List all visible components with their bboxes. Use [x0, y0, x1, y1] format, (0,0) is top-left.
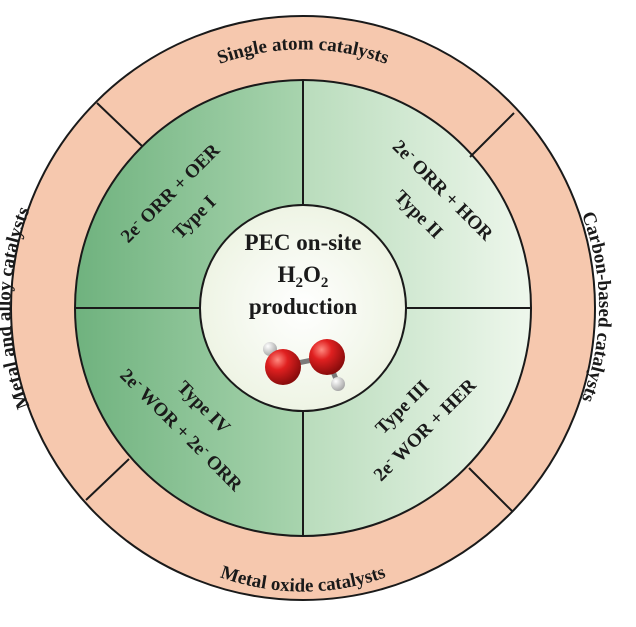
center-title-line3: production [249, 294, 357, 319]
h2o2-molecule-icon [263, 339, 345, 391]
ring-divider-br [468, 467, 514, 513]
oxygen-atom-2 [309, 339, 345, 375]
ring-divider-bl [85, 458, 130, 501]
center-title-line2: H2O2 [278, 262, 329, 291]
hydrogen-atom-2 [331, 377, 345, 391]
oxygen-atom-1 [265, 349, 301, 385]
center-circle [199, 204, 407, 412]
center-title-line1: PEC on-site [245, 230, 362, 255]
ring-divider-tl [96, 102, 143, 147]
ring-divider-tr [469, 112, 515, 158]
